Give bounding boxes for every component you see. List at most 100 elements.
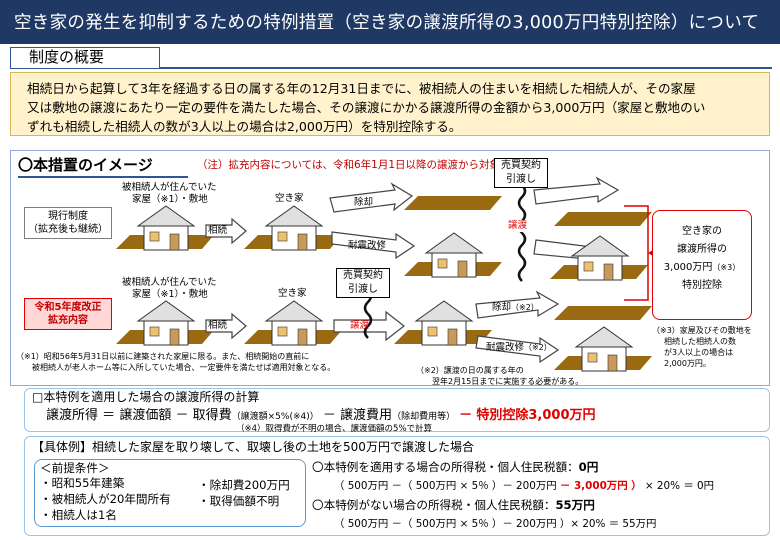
image-heading: 〇本措置のイメージ	[18, 156, 153, 174]
row2-final-lot	[554, 306, 652, 320]
transfer-label: 譲渡	[350, 320, 370, 331]
result-line: 譲渡所得の	[677, 244, 727, 255]
premise-item: ・昭和55年建築	[40, 476, 125, 490]
demolish-text: 除却	[492, 302, 512, 313]
row1-transfer-arrow-top	[533, 176, 620, 205]
residence-label: 被相続人が住んでいた	[122, 182, 217, 193]
formula-term: 取得費	[192, 408, 232, 423]
formula-note: （除却費用等）	[392, 412, 456, 422]
vacant-label: 空き家	[275, 193, 304, 204]
status-current: 現行制度 （拡充後も継続）	[24, 207, 112, 239]
row2-demolish-arrow	[475, 290, 560, 319]
sale-contract-line: 引渡し	[506, 174, 536, 185]
formula-term: 譲渡価額	[119, 408, 172, 423]
result-line: 空き家の	[682, 226, 722, 237]
example-frame	[24, 436, 770, 536]
with-calc-deduction: － 3,000万円 ）	[559, 480, 642, 492]
overview-underline	[10, 67, 772, 69]
without-label: 〇本特例がない場合の所得税・個人住民税額：	[312, 498, 556, 512]
row1-lot-top	[404, 196, 502, 210]
demolish-label: 除却（※2）	[492, 302, 539, 314]
with-calc-part: （ 500万円 －（ 500万円 × 5％ ）－ 200万円	[334, 480, 557, 492]
result-amount: 3,000万円	[663, 262, 713, 273]
status-revised-line: 令和5年度改正	[34, 302, 102, 313]
vacant-label: 空き家	[278, 288, 307, 299]
premise-item: ・除却費200万円	[198, 478, 290, 492]
demolish-label: 除却	[354, 197, 374, 208]
status-current-line: 現行制度	[48, 211, 88, 222]
premise-item: ・被相続人が20年間所有	[40, 492, 171, 506]
with-special-result: 〇本特例を適用する場合の所得税・個人住民税額：0円	[312, 459, 598, 475]
residence-label: 家屋（※1）・敷地	[132, 289, 208, 300]
overview-heading: 制度の概要	[10, 47, 160, 69]
seismic-text: 耐震改修	[486, 342, 525, 353]
mark2: （※2）	[524, 343, 552, 352]
premise-item: ・取得価額不明	[198, 494, 280, 508]
row1-wavy-divider	[517, 183, 527, 283]
status-revised-line: 拡充内容	[48, 315, 88, 326]
note3: 2,000万円。	[664, 359, 711, 368]
inherit-label: 相続	[208, 320, 228, 331]
overview-text-line: 相続日から起算して3年を経過する日の属する年の12月31日までに、被相続人の住ま…	[27, 81, 696, 96]
example-title: 【具体例】相続した家屋を取り壊して、取壊し後の土地を500万円で譲渡した場合	[32, 440, 474, 454]
row2-final-house	[554, 326, 652, 372]
without-value: 55万円	[555, 498, 595, 512]
premise-box	[34, 459, 306, 527]
row1-vacant-house	[244, 205, 342, 251]
note2: 翌年2月15日までに実施する必要がある。	[432, 377, 584, 386]
note2: （※2）譲渡の日の属する年の	[416, 366, 524, 375]
with-calc-part: × 20% ＝ 0円	[644, 480, 715, 492]
sale-contract-line: 引渡し	[348, 284, 378, 295]
page-title: 空き家の発生を抑制するための特例措置（空き家の譲渡所得の3,000万円特別控除）…	[14, 13, 760, 33]
result-mark: （※3）	[712, 263, 741, 272]
mark2: （※2）	[511, 303, 539, 312]
row1-buyer-house	[550, 235, 648, 281]
status-revised: 令和5年度改正 拡充内容	[24, 298, 112, 330]
sale-contract-tag: 売買契約 引渡し	[336, 268, 390, 298]
formula-title: □本特例を適用した場合の譲渡所得の計算	[32, 390, 260, 404]
note1: 被相続人が老人ホーム等に入所していた場合、一定要件を満たせば適用対象となる。	[32, 363, 336, 372]
overview-box: 相続日から起算して3年を経過する日の属する年の12月31日までに、被相続人の住ま…	[10, 72, 770, 136]
row2-origin-house	[116, 300, 214, 346]
formula-note4: （※4）取得費が不明の場合、譲渡価額の5%で計算	[236, 424, 433, 434]
with-label: 〇本特例を適用する場合の所得税・個人住民税額：	[312, 460, 579, 474]
inherit-label: 相続	[208, 225, 228, 236]
row1-house-mid	[404, 232, 502, 278]
result-box: 空き家の 譲渡所得の 3,000万円（※3） 特別控除	[652, 210, 752, 320]
premise-heading: ＜前提条件＞	[40, 461, 110, 475]
overview-text-line: 又は敷地の譲渡にあたり一定の要件を満たした場合、その譲渡にかかる譲渡所得の金額か…	[27, 100, 706, 115]
row1-origin-house	[116, 205, 214, 251]
row1-demolish-arrow	[329, 182, 414, 213]
row2-vacant-house	[244, 300, 342, 346]
note3: 相続した相続人の数	[664, 337, 736, 346]
formula-operator: －	[322, 408, 336, 423]
note1: （※1）昭和56年5月31日以前に建築された家屋に限る。また、相続開始の直前に	[16, 352, 310, 361]
note3: （※3）家屋及びその敷地を	[652, 326, 752, 335]
with-value: 0円	[578, 460, 599, 474]
result-line: 特別控除	[682, 280, 722, 291]
title-bar	[0, 0, 780, 44]
without-special-calc: （ 500万円 －（ 500万円 × 5％ ）－ 200万円 ）× 20% ＝ …	[334, 518, 657, 530]
seismic-label: 耐震改修（※2）	[486, 342, 552, 354]
formula-frame	[24, 388, 770, 432]
sale-contract-tag: 売買契約 引渡し	[494, 158, 548, 188]
formula-note: （譲渡額×5%(※4)）	[231, 412, 319, 422]
note3: が3人以上の場合は	[664, 348, 734, 357]
premise-item: ・相続人は1名	[40, 508, 117, 522]
row1-buyer-lot	[554, 212, 652, 226]
status-current-line: （拡充後も継続）	[28, 224, 108, 235]
formula-term: 譲渡所得	[46, 408, 99, 423]
image-heading-underline	[18, 176, 188, 178]
seismic-label: 耐震改修	[348, 240, 387, 251]
row2-inherit-arrow	[205, 312, 247, 340]
row1-inherit-arrow	[205, 217, 247, 245]
row2-seismic-arrow	[475, 335, 560, 364]
formula-special-deduction: 特別控除3,000万円	[476, 408, 596, 423]
residence-label: 家屋（※1）・敷地	[132, 194, 208, 205]
overview-text-line: ずれも相続した相続人の数が3人以上の場合は2,000万円）を特別控除する。	[27, 119, 462, 134]
formula-operator: －	[459, 408, 473, 423]
sale-contract-line: 売買契約	[501, 160, 541, 171]
row1-seismic-arrow	[331, 231, 416, 260]
formula-operator: －	[175, 408, 189, 423]
formula-line: 譲渡所得 ＝ 譲渡価額 － 取得費（譲渡額×5%(※4)） － 譲渡費用（除却費…	[46, 404, 596, 423]
